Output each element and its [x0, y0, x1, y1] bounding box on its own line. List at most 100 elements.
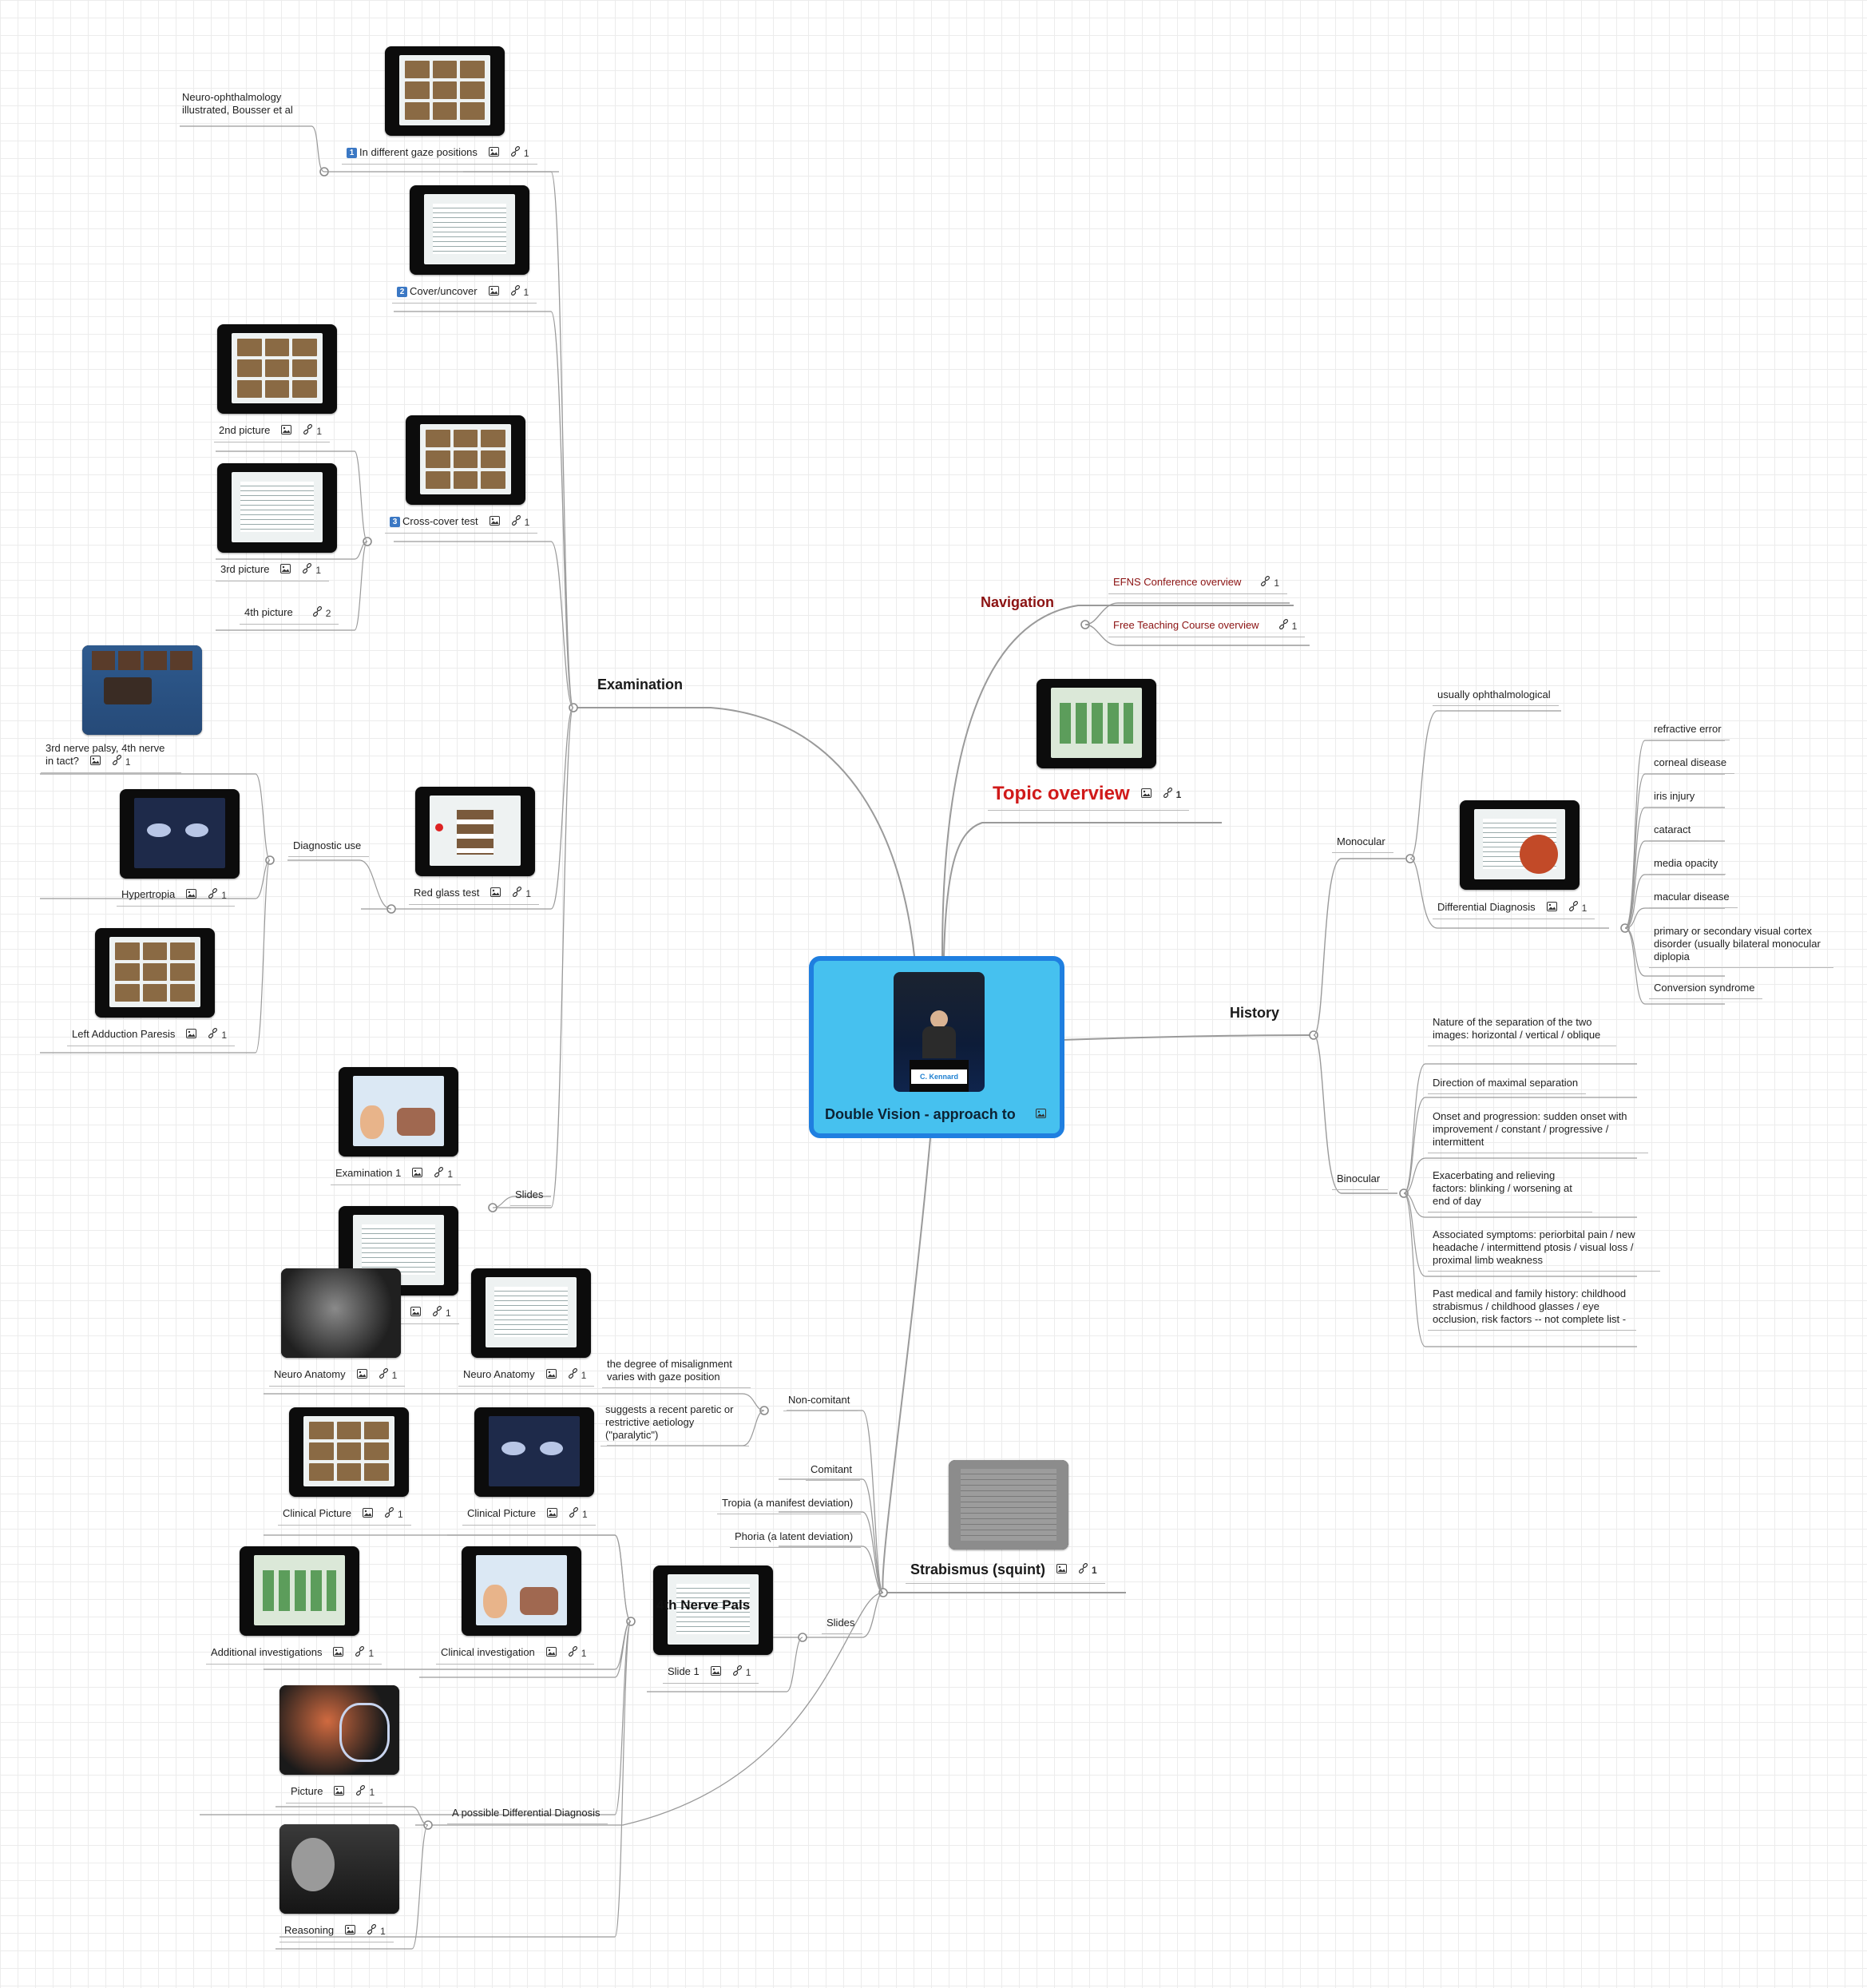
differential-item-thumbnail[interactable] — [462, 1546, 581, 1636]
link-icon[interactable] — [312, 606, 323, 620]
image-icon[interactable] — [710, 1665, 721, 1679]
usually-ophthalmological[interactable]: usually ophthalmological — [1433, 688, 1559, 706]
link-icon[interactable] — [569, 1507, 579, 1521]
image-icon[interactable] — [490, 887, 501, 900]
strabismus-slides-node[interactable]: Slides — [822, 1617, 863, 1634]
differential-item-thumbnail[interactable] — [281, 1268, 401, 1358]
link-icon[interactable] — [355, 1646, 365, 1660]
examination-2-node[interactable]: 1 — [394, 1306, 459, 1325]
image-icon[interactable] — [333, 1646, 344, 1660]
link-icon[interactable] — [510, 146, 521, 160]
link-icon[interactable] — [1278, 619, 1289, 633]
monocular-cause-item[interactable]: cataract — [1649, 823, 1699, 841]
binocular-history-item[interactable]: Exacerbating and relieving factors: blin… — [1428, 1169, 1592, 1212]
image-icon[interactable] — [489, 515, 500, 529]
image-icon[interactable] — [1056, 1561, 1068, 1579]
differential-diagnosis-node[interactable]: A possible Differential Diagnosis — [447, 1807, 608, 1824]
monocular-cause-item[interactable]: macular disease — [1649, 891, 1738, 908]
red-glass-thumbnail[interactable] — [415, 787, 535, 876]
link-icon[interactable] — [432, 1306, 442, 1319]
differential-item-thumbnail[interactable] — [474, 1407, 594, 1497]
link-icon[interactable] — [511, 515, 521, 529]
monocular-node[interactable]: Monocular — [1332, 835, 1393, 853]
link-icon[interactable] — [1078, 1561, 1088, 1579]
exam-slides-node[interactable]: Slides — [510, 1188, 552, 1206]
differential-item-thumbnail[interactable] — [240, 1546, 359, 1636]
cross-cover-thumbnail[interactable] — [406, 415, 525, 505]
topic-overview-thumbnail[interactable] — [1037, 679, 1156, 768]
link-icon[interactable] — [732, 1665, 743, 1679]
image-icon[interactable] — [1140, 784, 1152, 806]
differential-item-thumbnail[interactable] — [471, 1268, 591, 1358]
image-icon[interactable] — [356, 1368, 367, 1382]
differential-diagnosis-thumbnail[interactable] — [1460, 800, 1580, 890]
link-icon[interactable] — [208, 1028, 218, 1042]
image-icon[interactable] — [334, 1785, 345, 1799]
paretic-note[interactable]: suggests a recent paretic or restrictive… — [601, 1403, 749, 1446]
left-adduction-thumbnail[interactable] — [95, 928, 215, 1018]
comitant-node[interactable]: Comitant — [806, 1463, 861, 1481]
misalignment-note[interactable]: the degree of misalignment varies with g… — [602, 1358, 751, 1388]
image-icon[interactable] — [186, 1028, 197, 1042]
link-icon[interactable] — [434, 1167, 444, 1180]
strabismus-node[interactable]: Strabismus (squint)1 — [906, 1561, 1105, 1585]
image-icon[interactable] — [488, 146, 499, 160]
link-icon[interactable] — [384, 1507, 394, 1521]
phoria-node[interactable]: Phoria (a latent deviation) — [730, 1530, 862, 1548]
link-icon[interactable] — [379, 1368, 389, 1382]
binocular-history-item[interactable]: Direction of maximal separation — [1428, 1077, 1587, 1094]
image-icon[interactable] — [546, 1507, 557, 1521]
link-icon[interactable] — [1163, 784, 1173, 806]
monocular-cause-item[interactable]: refractive error — [1649, 723, 1730, 740]
third-nerve-palsy-node[interactable]: 3rd nerve palsy, 4th nerve in tact?1 — [41, 742, 181, 774]
second-picture-thumbnail[interactable] — [217, 324, 337, 414]
image-icon[interactable] — [345, 1924, 356, 1938]
link-icon[interactable] — [112, 755, 122, 768]
link-icon[interactable] — [568, 1368, 578, 1382]
binocular-history-item[interactable]: Associated symptoms: periorbital pain / … — [1428, 1228, 1660, 1272]
image-icon[interactable] — [281, 424, 292, 438]
root-node[interactable]: C. Kennard Double Vision - approach to — [809, 956, 1064, 1138]
monocular-cause-item[interactable]: media opacity — [1649, 857, 1726, 875]
link-icon[interactable] — [302, 563, 312, 577]
third-picture-thumbnail[interactable] — [217, 463, 337, 553]
bousser-reference-note[interactable]: Neuro-ophthalmology illustrated, Bousser… — [182, 91, 318, 117]
gaze-positions-thumbnail[interactable] — [385, 46, 505, 136]
image-icon[interactable] — [186, 888, 197, 902]
tropia-node[interactable]: Tropia (a manifest deviation) — [717, 1497, 862, 1514]
strabismus-thumbnail[interactable] — [949, 1460, 1068, 1550]
link-icon[interactable] — [367, 1924, 377, 1938]
differential-item-thumbnail[interactable] — [289, 1407, 409, 1497]
monocular-cause-item[interactable]: Conversion syndrome — [1649, 982, 1763, 999]
non-comitant-node[interactable]: Non-comitant — [783, 1394, 858, 1411]
binocular-node[interactable]: Binocular — [1332, 1173, 1389, 1190]
image-icon[interactable] — [545, 1646, 557, 1660]
diagnostic-use-node[interactable]: Diagnostic use — [288, 839, 370, 857]
image-icon[interactable] — [280, 563, 291, 577]
third-nerve-palsy-thumbnail[interactable] — [82, 645, 202, 735]
image-icon[interactable] — [362, 1507, 373, 1521]
link-icon[interactable] — [208, 888, 218, 902]
examination-1-thumbnail[interactable] — [339, 1067, 458, 1157]
link-icon[interactable] — [512, 887, 522, 900]
history-node[interactable]: History — [1230, 1004, 1279, 1022]
image-icon[interactable] — [545, 1368, 557, 1382]
navigation-node[interactable]: Navigation — [981, 593, 1054, 611]
